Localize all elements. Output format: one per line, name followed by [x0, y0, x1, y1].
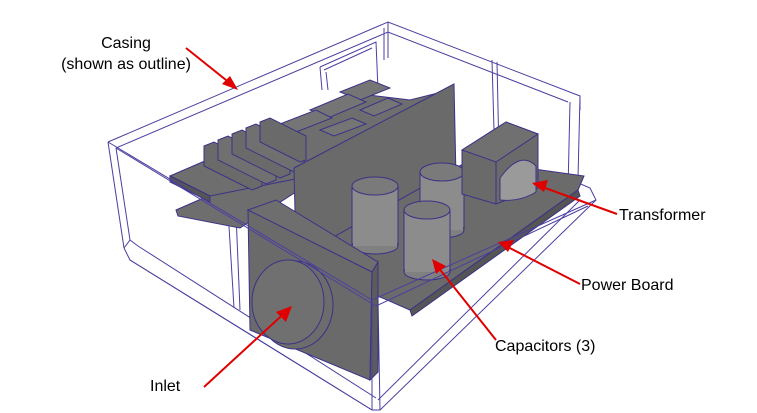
- heatsink: [203, 117, 307, 191]
- arrow-power-board: [498, 240, 581, 285]
- arrow-capacitors: [432, 259, 497, 341]
- transformer: [460, 121, 540, 205]
- arrow-inlet: [203, 306, 292, 388]
- arrow-casing: [185, 47, 238, 90]
- capacitor-1: [351, 176, 399, 255]
- label-inlet: Inlet: [150, 378, 181, 395]
- label-capacitors: Capacitors (3): [495, 338, 595, 355]
- label-casing-line2: (shown as outline): [61, 56, 191, 73]
- arrow-transformer: [532, 180, 618, 215]
- label-casing-line1: Casing: [101, 35, 151, 52]
- label-transformer: Transformer: [619, 207, 706, 224]
- label-power-board: Power Board: [581, 277, 674, 294]
- casing-front-edges: [107, 141, 597, 411]
